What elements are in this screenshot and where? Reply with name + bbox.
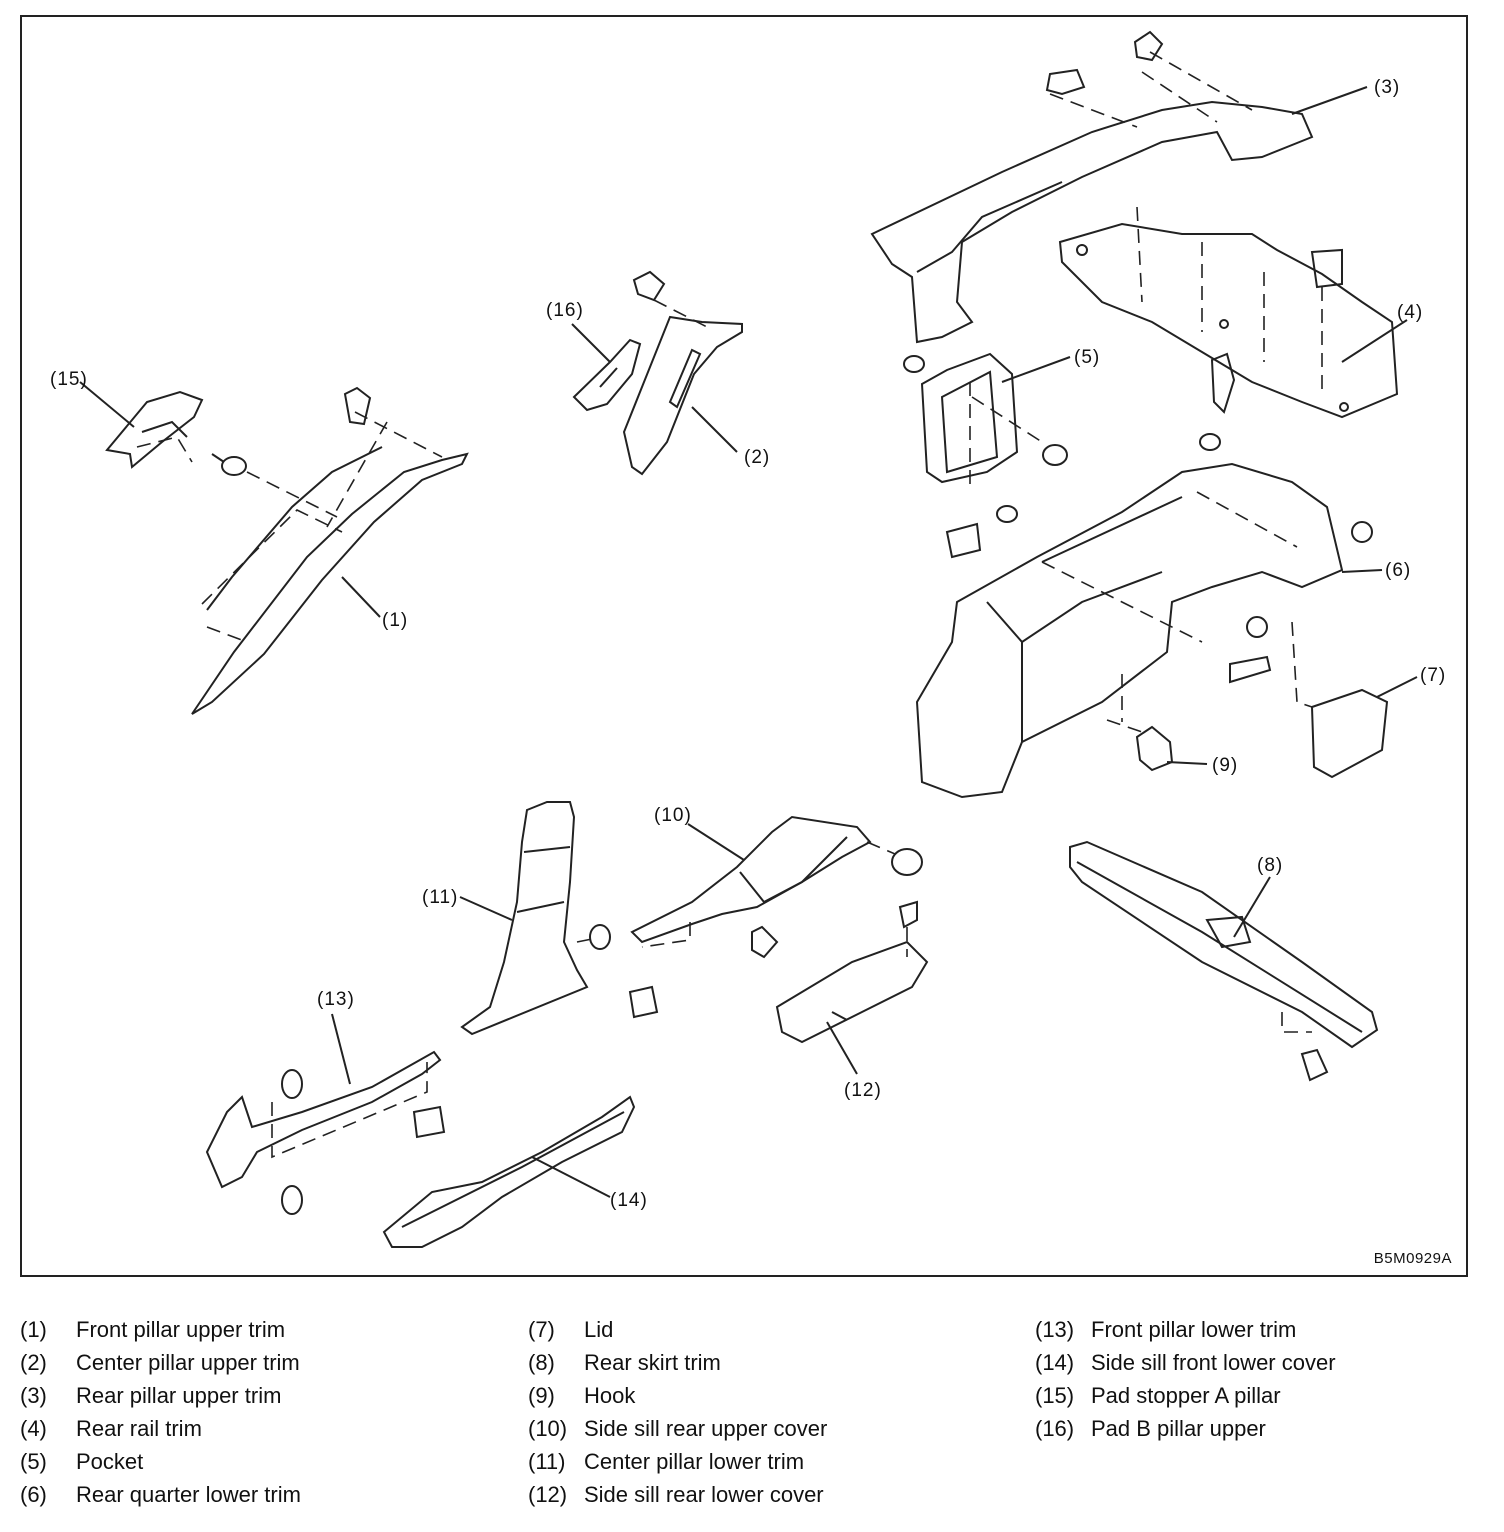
legend-item: (5)Pocket	[20, 1449, 144, 1474]
callout-5: (5)	[1074, 347, 1101, 368]
part-side-sill-rear-upper-cover	[628, 815, 923, 1019]
callout-10: (10)	[654, 805, 692, 826]
part-pad-stopper-a-pillar	[105, 390, 338, 518]
legend-item: (14)Side sill front lower cover	[1035, 1350, 1336, 1375]
legend-item: (7)Lid	[528, 1317, 614, 1342]
part-lid	[1291, 621, 1389, 779]
legend-item: (8)Rear skirt trim	[528, 1350, 721, 1375]
callout-2: (2)	[744, 447, 771, 468]
part-front-pillar-upper-trim	[191, 386, 469, 715]
callout-16: (16)	[546, 300, 584, 321]
part-rear-rail-trim	[1058, 206, 1399, 419]
part-pocket	[903, 352, 1068, 492]
callout-15: (15)	[50, 369, 88, 390]
legend-item: (11)Center pillar lower trim	[528, 1449, 805, 1474]
part-side-sill-front-lower-cover	[382, 1095, 636, 1248]
legend-item: (12)Side sill rear lower cover	[528, 1482, 824, 1507]
figure-id: B5M0929A	[1373, 1250, 1452, 1267]
part-hook	[1106, 719, 1174, 772]
part-rear-quarter-lower-trim	[915, 352, 1373, 799]
callout-4: (4)	[1397, 302, 1424, 323]
callout-9: (9)	[1212, 755, 1239, 776]
callout-8: (8)	[1257, 855, 1284, 876]
callout-1: (1)	[382, 610, 409, 631]
legend-item: (2)Center pillar upper trim	[20, 1350, 300, 1375]
legend-column-1: (1)Front pillar upper trim (2)Center pil…	[20, 1313, 301, 1511]
callout-12: (12)	[844, 1080, 882, 1101]
part-pad-b-pillar-upper	[572, 338, 642, 412]
part-rear-pillar-upper-trim	[870, 30, 1314, 344]
callout-6: (6)	[1385, 560, 1412, 581]
legend-item: (15)Pad stopper A pillar	[1035, 1383, 1281, 1408]
legend-column-3: (13)Front pillar lower trim (14)Side sil…	[1035, 1313, 1336, 1445]
legend-column-2: (7)Lid (8)Rear skirt trim (9)Hook (10)Si…	[528, 1313, 827, 1511]
legend-item: (16)Pad B pillar upper	[1035, 1416, 1266, 1441]
callout-3: (3)	[1374, 77, 1401, 98]
part-center-pillar-upper-trim	[622, 270, 743, 476]
legend-item: (1)Front pillar upper trim	[20, 1317, 286, 1342]
diagram-frame: (1) (2) (3) (4) (5) (6) (7) (8) (9) (10)…	[20, 15, 1468, 1277]
legend-item: (13)Front pillar lower trim	[1035, 1317, 1297, 1342]
callout-leaders	[79, 86, 1418, 1198]
part-front-pillar-lower-trim	[205, 1050, 446, 1215]
part-side-sill-rear-lower-cover	[775, 900, 929, 1044]
legend-item: (3)Rear pillar upper trim	[20, 1383, 282, 1408]
callout-7: (7)	[1420, 665, 1447, 686]
legend-item: (10)Side sill rear upper cover	[528, 1416, 828, 1441]
legend-item: (4)Rear rail trim	[20, 1416, 202, 1441]
legend-item: (6)Rear quarter lower trim	[20, 1482, 301, 1507]
exploded-parts-drawing	[79, 30, 1418, 1248]
part-rear-skirt-trim	[1069, 840, 1379, 1082]
legend-item: (9)Hook	[528, 1383, 636, 1408]
part-center-pillar-lower-trim	[460, 801, 611, 1036]
callout-11: (11)	[422, 887, 459, 908]
callout-14: (14)	[610, 1190, 648, 1211]
callout-13: (13)	[317, 989, 355, 1010]
